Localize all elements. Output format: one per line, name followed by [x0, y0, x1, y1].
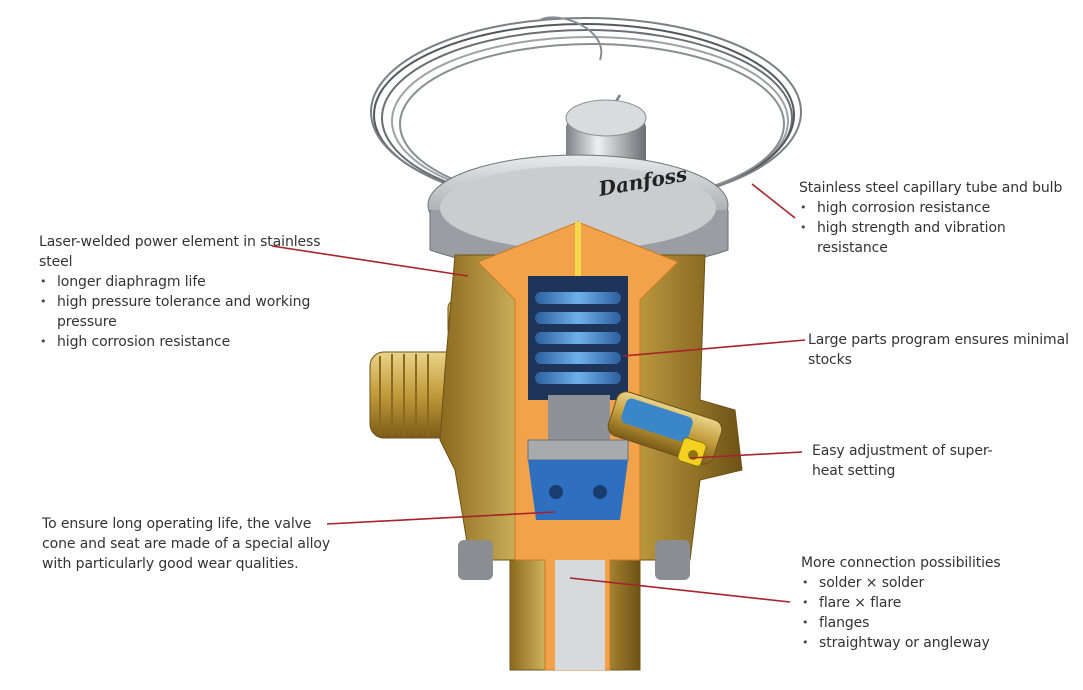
callout-connections: More connection possibilities solder × s… — [801, 553, 1061, 653]
callout-power-element-title: Laser-welded power element in stainless … — [39, 234, 321, 270]
cutaway-section — [477, 221, 679, 671]
list-item: flare × flare — [801, 593, 1061, 613]
callout-capillary-title: Stainless steel capillary tube and bulb — [799, 180, 1063, 196]
list-item: high pressure tolerance and working pres… — [39, 292, 329, 332]
leader-valve-cone — [326, 511, 556, 525]
callout-power-element-list: longer diaphragm life high pressure tole… — [39, 272, 329, 352]
callout-adjustment: Easy adjustment of super-heat setting — [812, 441, 1012, 481]
callout-parts-program-title: Large parts program ensures minimal stoc… — [808, 332, 1069, 368]
spring — [535, 292, 621, 384]
list-item: high corrosion resistance — [799, 198, 1079, 218]
leader-parts-program — [622, 339, 806, 357]
callout-capillary-list: high corrosion resistance high strength … — [799, 198, 1079, 258]
leader-connections — [569, 577, 791, 603]
callout-capillary: Stainless steel capillary tube and bulb … — [799, 178, 1079, 258]
leader-lines — [271, 183, 806, 603]
list-item: flanges — [801, 613, 1061, 633]
callout-valve-cone-title: To ensure long operating life, the valve… — [42, 516, 331, 572]
callout-parts-program: Large parts program ensures minimal stoc… — [808, 330, 1078, 370]
list-item: high strength and vibration resistance — [799, 218, 1079, 258]
leader-capillary — [751, 183, 796, 219]
callout-connections-list: solder × solder flare × flare flanges st… — [801, 573, 1061, 653]
callout-valve-cone: To ensure long operating life, the valve… — [42, 514, 342, 574]
callout-adjustment-title: Easy adjustment of super-heat setting — [812, 443, 993, 479]
list-item: high corrosion resistance — [39, 332, 329, 352]
adjustment-spindle — [607, 391, 723, 467]
callout-power-element: Laser-welded power element in stainless … — [39, 232, 329, 352]
leader-power-element — [271, 245, 469, 277]
callout-connections-title: More connection possibilities — [801, 555, 1001, 571]
leader-adjustment — [689, 451, 803, 459]
list-item: solder × solder — [801, 573, 1061, 593]
list-item: longer diaphragm life — [39, 272, 329, 292]
list-item: straightway or angleway — [801, 633, 1061, 653]
